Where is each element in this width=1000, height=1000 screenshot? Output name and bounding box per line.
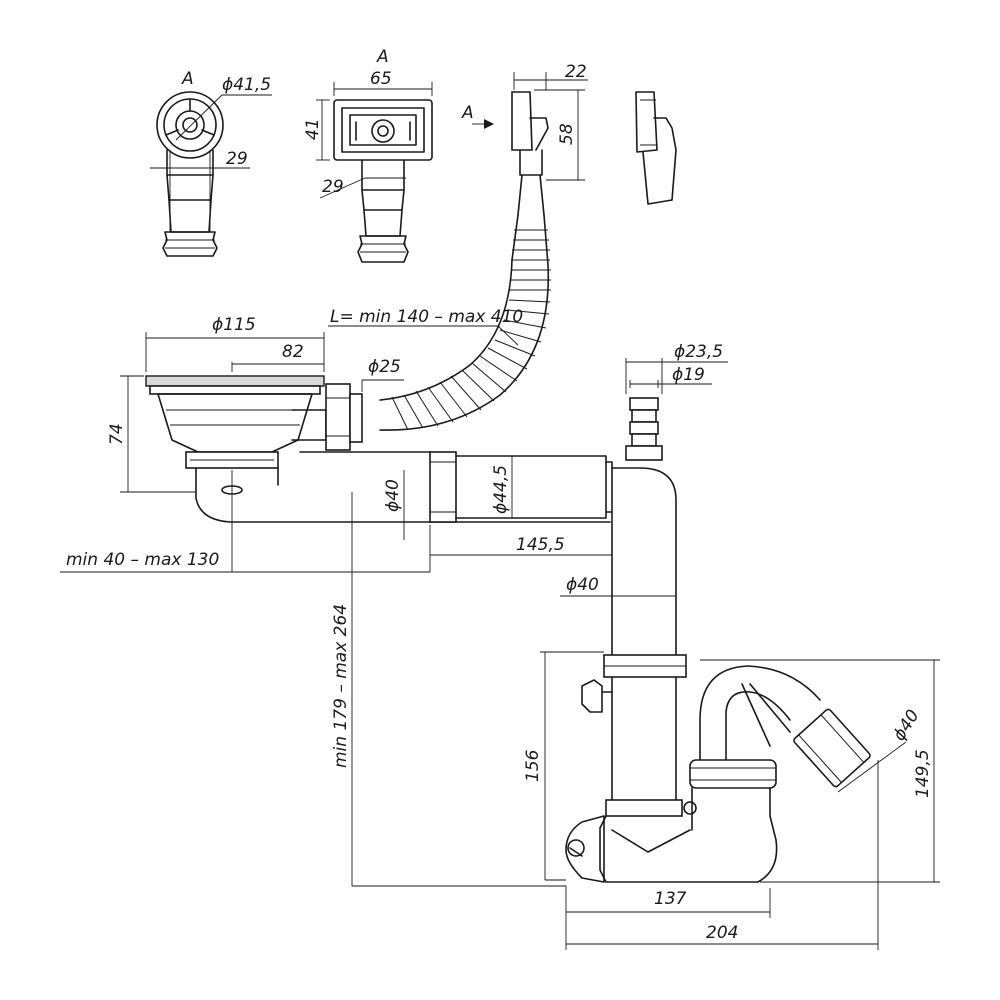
dim-58: 58 <box>557 123 577 145</box>
dim-22: 22 <box>565 62 587 82</box>
dim-diameter-23-5: ϕ23,5 <box>674 342 723 362</box>
dim-29-center: 29 <box>322 177 344 197</box>
overflow-side-view <box>472 72 588 181</box>
hose-ribs <box>391 229 551 431</box>
dim-outlet-range: min 40 – max 130 <box>66 550 219 570</box>
round-overflow-view <box>150 91 272 257</box>
dim-65: 65 <box>370 69 392 89</box>
horizontal-outlet-pipe <box>299 451 677 656</box>
dim-137: 137 <box>654 889 687 909</box>
dim-149-5: 149,5 <box>913 749 933 798</box>
dim-diameter-40-a: ϕ40 <box>383 479 403 512</box>
rect-overflow-view <box>316 82 433 263</box>
dim-diameter-115: ϕ115 <box>212 315 256 335</box>
dim-hose-length: L= min 140 – max 410 <box>330 307 523 327</box>
dim-diameter-40-b: ϕ40 <box>566 575 599 595</box>
dim-diameter-41-5: ϕ41,5 <box>222 75 271 95</box>
dishwasher-nipple <box>625 397 663 461</box>
dim-156: 156 <box>523 749 543 782</box>
dim-204: 204 <box>706 923 738 943</box>
corrugated-overflow-hose <box>379 174 551 431</box>
view-label-a-center: A <box>376 47 389 67</box>
bottle-trap <box>565 654 871 883</box>
dim-74: 74 <box>107 423 127 445</box>
dim-145-5: 145,5 <box>516 535 565 555</box>
sink-strainer <box>145 375 611 523</box>
dim-82: 82 <box>282 342 304 362</box>
dim-29-left: 29 <box>226 149 248 169</box>
dim-diameter-19: ϕ19 <box>672 365 705 385</box>
dim-41: 41 <box>303 118 323 140</box>
dim-diameter-25: ϕ25 <box>368 357 401 377</box>
view-label-a-left: A <box>181 69 194 89</box>
dim-height-range: min 179 – max 264 <box>331 604 351 768</box>
overflow-profile-view <box>635 91 677 205</box>
dim-diameter-44-5: ϕ44,5 <box>491 465 511 514</box>
view-arrow-label-a: A <box>461 103 474 123</box>
dim-diameter-40-c: ϕ40 <box>889 706 923 744</box>
